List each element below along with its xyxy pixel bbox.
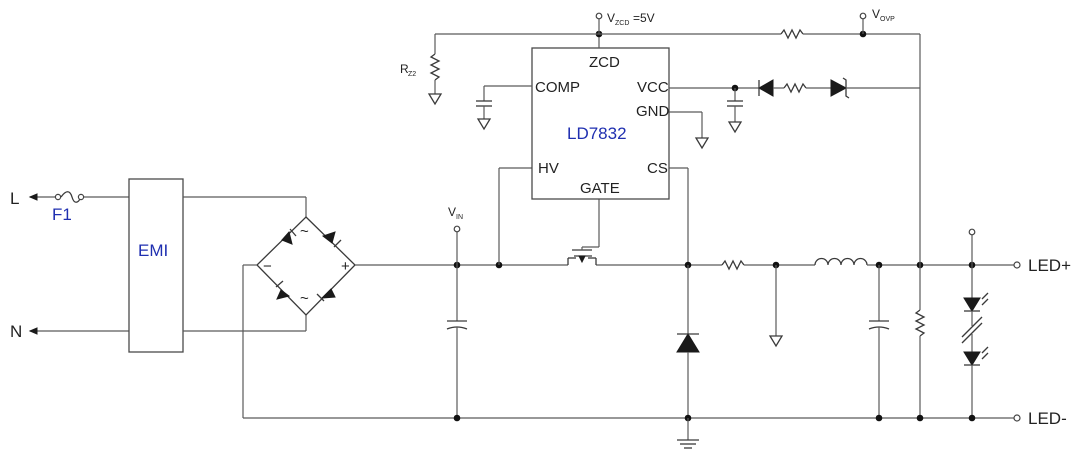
emi-filter-block: EMI [128,178,184,353]
svg-text:VCC: VCC [637,79,669,96]
vovp-label: V OVP [872,7,895,23]
svg-text:GND: GND [636,103,670,120]
svg-text:EMI: EMI [138,241,168,260]
vzcd-label: V ZCD =5V [607,11,655,27]
svg-text:IN: IN [456,214,463,221]
vcc-resistor [783,82,807,94]
svg-text:ZCD: ZCD [615,20,629,27]
svg-text:Z2: Z2 [408,71,416,78]
vcc-capacitor [727,88,743,134]
resistor-rz2: R Z2 [400,34,443,106]
svg-text:LED+: LED+ [1028,256,1071,275]
line-n-terminal: N [10,322,129,341]
svg-text:CS: CS [647,160,668,177]
svg-text:V: V [448,205,456,219]
svg-text:OVP: OVP [880,16,895,23]
resistor-zcd-top [780,28,804,40]
output-capacitor [868,265,890,422]
output-inductor [814,257,868,266]
svg-text:L: L [10,189,19,208]
vin-test-point: V IN [448,205,463,265]
svg-text:F1: F1 [52,205,72,224]
svg-text:ZCD: ZCD [589,54,620,71]
led-minus-terminal: LED- [1010,409,1067,428]
svg-text:~: ~ [300,223,309,240]
svg-text:+: + [341,258,350,275]
freewheel-diode [676,265,700,422]
svg-text:N: N [10,322,22,341]
svg-text:=5V: =5V [633,11,655,25]
svg-text:V: V [872,7,880,21]
main-ground [677,418,699,449]
comp-capacitor [476,85,532,131]
line-l-terminal: L [10,189,58,208]
svg-text:LED-: LED- [1028,409,1067,428]
bridge-rectifier: + − ~ ~ [256,216,356,316]
svg-text:COMP: COMP [535,79,580,96]
power-mosfet [567,199,600,265]
ic-ground [669,111,710,150]
input-capacitor [446,265,468,422]
sense-resistor [721,259,745,271]
ovp-resistor [914,88,926,422]
svg-text:V: V [607,11,615,25]
led-string [961,228,989,422]
svg-text:GATE: GATE [580,180,620,197]
led-plus-terminal: LED+ [1013,256,1071,275]
svg-text:LD7832: LD7832 [567,124,627,143]
fuse-f1: F1 [52,191,129,224]
svg-text:R: R [400,62,409,76]
svg-text:~: ~ [300,290,309,307]
svg-text:−: − [263,258,272,275]
controller-ic-ld7832: LD7832 ZCD COMP VCC GND HV CS GATE [531,47,670,200]
svg-text:HV: HV [538,160,559,177]
vcc-diode [757,79,774,97]
